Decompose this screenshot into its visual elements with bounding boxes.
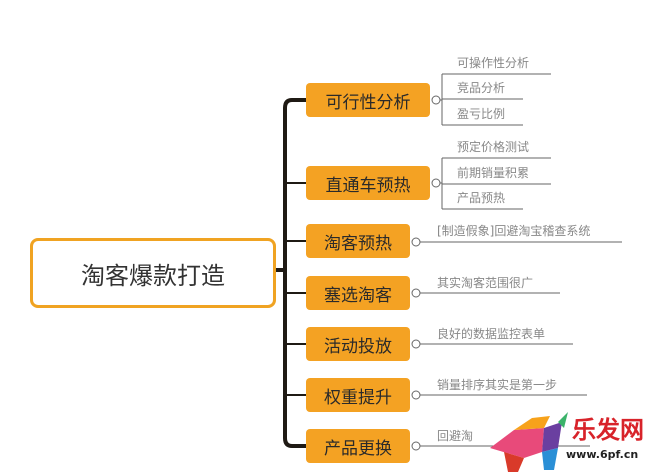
branch-node[interactable]: 可行性分析 (306, 83, 430, 117)
branch-node[interactable]: 直通车预热 (306, 166, 430, 200)
sub-node[interactable]: 可操作性分析 (457, 56, 530, 70)
sub-node[interactable]: 预定价格测试 (457, 140, 530, 154)
branch-node[interactable]: 权重提升 (306, 378, 410, 412)
branch-node[interactable]: 活动投放 (306, 327, 410, 361)
sub-node[interactable]: [制造假象]回避淘宝稽查系统 (437, 224, 591, 238)
sub-node[interactable]: 前期销量积累 (457, 166, 530, 180)
sub-node[interactable]: 良好的数据监控表单 (437, 327, 546, 341)
sub-node[interactable]: 回避淘 (437, 429, 474, 443)
sub-node[interactable]: 盈亏比例 (457, 107, 506, 121)
sub-node[interactable]: 其实淘客范围很广 (437, 276, 534, 290)
sub-node[interactable]: 竞品分析 (457, 81, 506, 95)
branch-node[interactable]: 淘客预热 (306, 224, 410, 258)
root-node[interactable]: 淘客爆款打造 (30, 238, 276, 308)
watermark-name: 乐发网 (572, 415, 644, 444)
bull-logo-icon (490, 412, 568, 472)
branch-node[interactable]: 产品更换 (306, 429, 410, 463)
sub-node[interactable]: 销量排序其实是第一步 (437, 378, 558, 392)
sub-node[interactable]: 产品预热 (457, 191, 506, 205)
watermark-url: www.6pf.cn (566, 448, 639, 461)
branch-node[interactable]: 塞选淘客 (306, 276, 410, 310)
